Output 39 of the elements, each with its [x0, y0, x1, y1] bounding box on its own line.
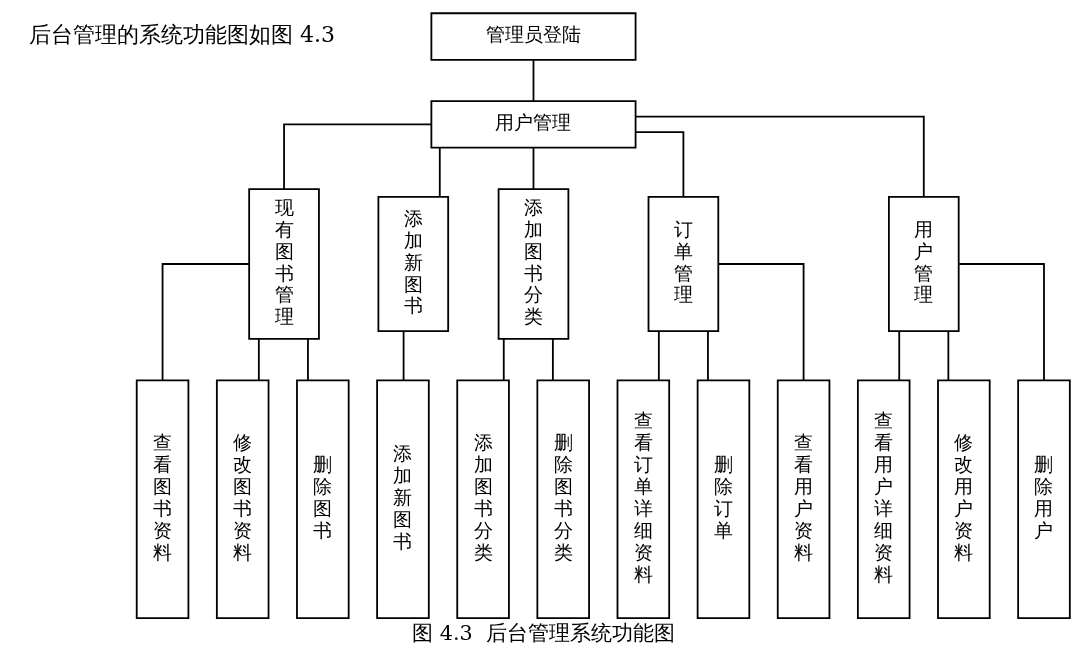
node-box: 修改图书资料 [215, 379, 269, 620]
node-box: 用户管理 [429, 100, 636, 149]
node-box: 删除图书 [295, 379, 350, 620]
node-box: 现有图书管理 [247, 188, 320, 340]
connector [897, 330, 900, 382]
node-box: 查看图书资料 [135, 379, 189, 620]
connector [438, 147, 441, 198]
connector [946, 330, 949, 382]
node-box: 查看用户资料 [776, 379, 830, 620]
node-box: 管理员登陆 [429, 12, 636, 61]
node-box: 添加新图书 [377, 195, 449, 333]
connector [634, 115, 925, 198]
label: 后台管理的系统功能图如图 4.3 [28, 21, 335, 47]
node-box: 添加图书分类 [497, 188, 569, 340]
connector [502, 338, 505, 382]
node-box: 查看用户详细资料 [856, 379, 910, 620]
connector [706, 330, 709, 382]
node-box: 订单管理 [647, 195, 719, 333]
node-box: 修改用户资料 [936, 379, 991, 620]
connector [282, 123, 432, 190]
node-box: 删除订单 [696, 379, 750, 620]
connector [306, 338, 309, 382]
connector [634, 131, 684, 198]
connector [532, 147, 534, 190]
connector [532, 59, 534, 102]
node-box: 删除用户 [1016, 379, 1071, 620]
caption: 图 4.3 后台管理系统功能图 [411, 620, 675, 645]
connector [402, 330, 404, 382]
connector [717, 263, 804, 382]
node-box: 删除图书分类 [535, 379, 590, 620]
connector [551, 338, 554, 382]
connector [257, 338, 260, 382]
connector [957, 263, 1045, 382]
node-box: 用户管理 [887, 195, 960, 333]
node-box: 添加图书分类 [455, 379, 510, 620]
connector [161, 263, 250, 382]
node-box: 添加新图书 [375, 379, 430, 620]
connector [657, 330, 660, 382]
node-box: 查看订单详细资料 [616, 379, 670, 620]
